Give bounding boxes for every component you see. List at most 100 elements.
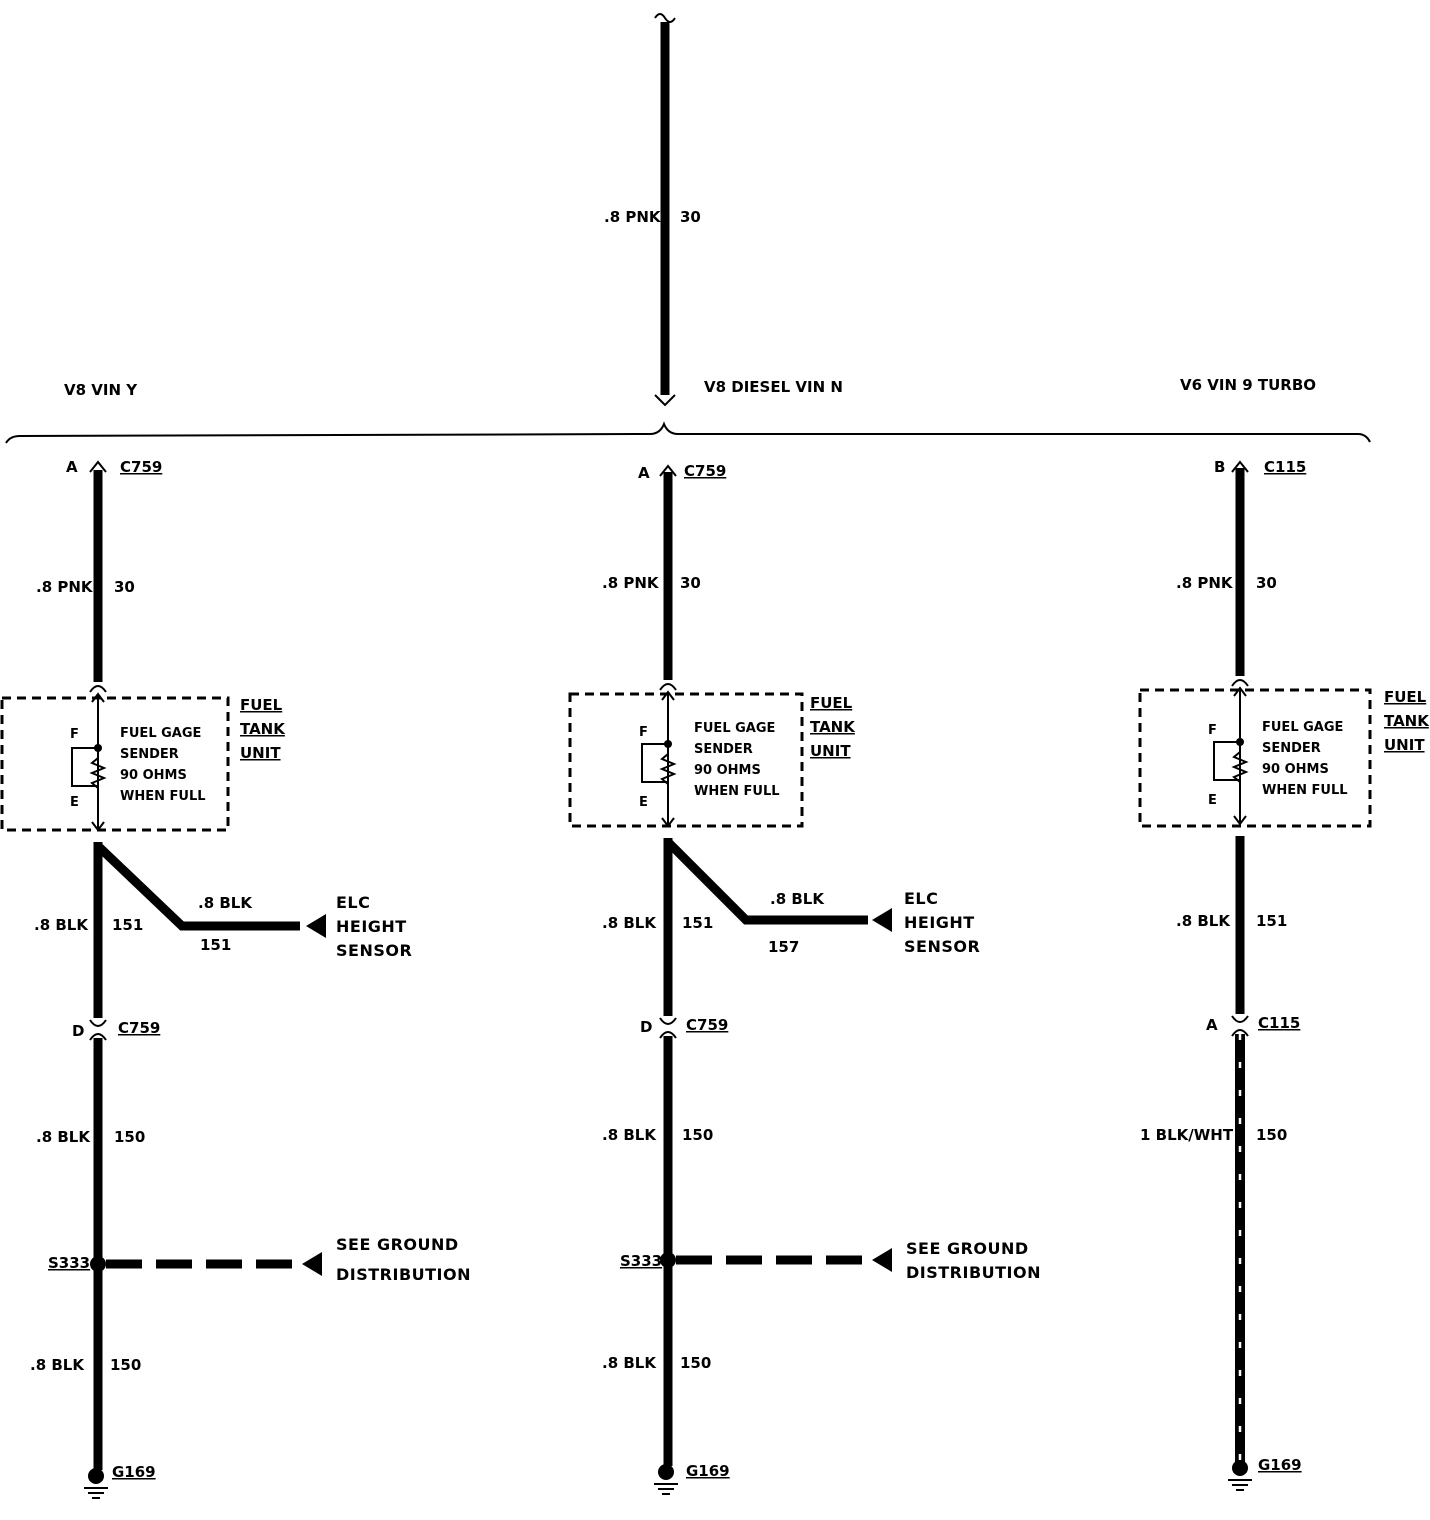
- column-v8-diesel: A C759 .8 PNK 30 F E FUEL GAGE SENDER 90…: [568, 462, 1041, 1495]
- wire1-gauge-color: .8 PNK: [1176, 574, 1234, 592]
- splice-dest-1: SEE GROUND: [336, 1235, 459, 1254]
- top-connector: C759: [684, 462, 726, 480]
- pin-e: E: [639, 795, 648, 810]
- top-feed: .8 PNK 30: [604, 13, 701, 407]
- wire4-circuit: 150: [680, 1354, 711, 1372]
- wire3-circuit: 150: [682, 1126, 713, 1144]
- component-name-1: FUEL: [1384, 688, 1427, 706]
- mid-connector: C759: [118, 1019, 160, 1037]
- branch-dest-2: HEIGHT: [336, 917, 407, 936]
- variant-brace: [5, 421, 1371, 444]
- branch-circuit: 157: [768, 938, 799, 956]
- pin-f: F: [639, 725, 648, 740]
- branch-gauge-color: .8 BLK: [198, 894, 253, 912]
- sender-desc-1: FUEL GAGE: [1262, 720, 1343, 735]
- fuel-tank-unit-box: [1138, 688, 1372, 828]
- ground-label: G169: [686, 1462, 730, 1480]
- wiper-arm: [641, 743, 668, 783]
- fuel-tank-unit-box: [568, 692, 804, 828]
- wire3-gauge-color: .8 BLK: [602, 1126, 657, 1144]
- wire2-gauge-color: .8 BLK: [1176, 912, 1231, 930]
- variant-label-v8-diesel: V8 DIESEL VIN N: [704, 378, 843, 396]
- mid-pin: A: [1206, 1016, 1218, 1034]
- wire3-gauge-color: .8 BLK: [36, 1128, 91, 1146]
- branch-dest-2: HEIGHT: [904, 913, 975, 932]
- sender-desc-2: SENDER: [120, 747, 179, 762]
- column-v8-vin-y: A C759 .8 PNK 30 F E FUEL GAGE SENDER 90…: [0, 458, 471, 1499]
- sender-desc-1: FUEL GAGE: [120, 726, 201, 741]
- ground-label: G169: [112, 1463, 156, 1481]
- branch-wire: [94, 842, 300, 931]
- splice-dest-1: SEE GROUND: [906, 1239, 1029, 1258]
- resistor-icon: [89, 757, 107, 789]
- mid-pin: D: [72, 1022, 84, 1040]
- branch-dest-3: SENSOR: [336, 941, 412, 960]
- wire4-gauge-color: .8 BLK: [30, 1356, 85, 1374]
- wire3-circuit: 150: [1256, 1126, 1287, 1144]
- fuel-tank-unit-box: [0, 696, 230, 832]
- sender-desc-3: 90 OHMS: [694, 763, 761, 778]
- pin-e: E: [70, 795, 79, 810]
- branch-gauge-color: .8 BLK: [770, 890, 825, 908]
- wire3-circuit: 150: [114, 1128, 145, 1146]
- component-name-2: TANK: [810, 718, 856, 736]
- mid-connector-bracket-top: [1231, 1015, 1249, 1023]
- component-name-3: UNIT: [1384, 736, 1425, 754]
- wire2-circuit: 151: [1256, 912, 1287, 930]
- connector-arrow: [659, 464, 677, 477]
- mid-connector: C115: [1258, 1014, 1300, 1032]
- connector-bracket: [1231, 679, 1249, 687]
- splice-dest-2: DISTRIBUTION: [336, 1265, 471, 1284]
- pin-f: F: [1208, 723, 1217, 738]
- wire2-circuit: 151: [112, 916, 143, 934]
- ground-node: [658, 1464, 674, 1480]
- component-name-1: FUEL: [810, 694, 853, 712]
- top-pin: B: [1214, 458, 1225, 476]
- branch-circuit: 151: [200, 936, 231, 954]
- wire2-gauge-color: .8 BLK: [602, 914, 657, 932]
- top-connector: C759: [120, 458, 162, 476]
- branch-arrow-icon: [306, 914, 326, 938]
- connector-bracket: [89, 685, 107, 693]
- splice-dest-2: DISTRIBUTION: [906, 1263, 1041, 1282]
- sender-desc-1: FUEL GAGE: [694, 721, 775, 736]
- wire4-gauge-color: .8 BLK: [602, 1354, 657, 1372]
- sender-desc-2: SENDER: [1262, 741, 1321, 756]
- variant-label-v6-turbo: V6 VIN 9 TURBO: [1180, 376, 1316, 394]
- splice-node: [90, 1256, 106, 1272]
- sender-desc-3: 90 OHMS: [120, 768, 187, 783]
- top-pin: A: [66, 458, 78, 476]
- sender-desc-4: WHEN FULL: [120, 789, 206, 804]
- mid-connector-bracket-top: [89, 1019, 107, 1027]
- mid-connector-bracket-bottom: [89, 1033, 107, 1041]
- mid-pin: D: [640, 1018, 652, 1036]
- resistor-icon: [659, 753, 677, 785]
- top-wire-arrow: [654, 394, 676, 407]
- resistor-icon: [1231, 751, 1249, 783]
- sender-desc-3: 90 OHMS: [1262, 762, 1329, 777]
- top-connector: C115: [1264, 458, 1306, 476]
- mid-connector-bracket-top: [659, 1017, 677, 1025]
- splice-label: S333: [48, 1254, 90, 1272]
- splice-arrow-icon: [302, 1252, 322, 1276]
- wire1-gauge-color: .8 PNK: [36, 578, 94, 596]
- component-name-3: UNIT: [240, 744, 281, 762]
- connector-bracket: [659, 683, 677, 691]
- component-name-1: FUEL: [240, 696, 283, 714]
- top-wire-gauge-color: .8 PNK: [604, 208, 662, 226]
- branch-dest-1: ELC: [904, 889, 938, 908]
- ground-node: [1232, 1460, 1248, 1476]
- break-symbol: [654, 13, 676, 23]
- top-wire-circuit: 30: [680, 208, 701, 226]
- component-name-2: TANK: [240, 720, 286, 738]
- mid-connector-bracket-bottom: [1231, 1029, 1249, 1037]
- pin-e: E: [1208, 793, 1217, 808]
- wire1-circuit: 30: [114, 578, 135, 596]
- wire1-circuit: 30: [1256, 574, 1277, 592]
- wire1-circuit: 30: [680, 574, 701, 592]
- branch-dest-3: SENSOR: [904, 937, 980, 956]
- connector-arrow: [89, 460, 107, 473]
- mid-connector: C759: [686, 1016, 728, 1034]
- wire4-circuit: 150: [110, 1356, 141, 1374]
